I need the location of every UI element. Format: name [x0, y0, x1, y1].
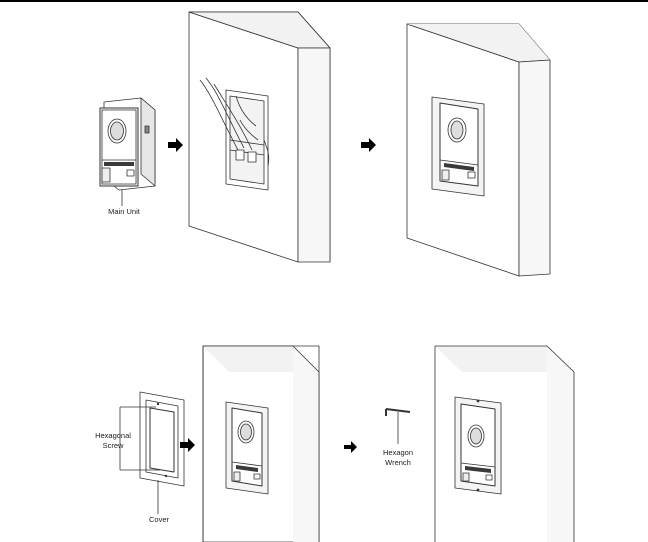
- right-arrow-icon: [344, 441, 357, 453]
- main-unit-label: Main Unit: [108, 207, 141, 216]
- hexagon-wrench-label-line2: Wrench: [385, 458, 411, 467]
- hexagonal-screw-label: Hexagonal: [95, 431, 131, 440]
- right-arrow-icon: [168, 138, 183, 152]
- final-unit-with-cover: [455, 397, 501, 494]
- hexagon-wrench-label: Hexagon: [383, 448, 413, 457]
- cover-illustration: [140, 392, 184, 486]
- right-arrow-icon: [361, 138, 376, 152]
- cover-label: Cover: [149, 515, 170, 524]
- main-unit-illustration: [100, 98, 155, 190]
- installed-unit-step-3: [432, 97, 484, 196]
- installed-unit-step-5: [226, 402, 268, 494]
- hexagonal-screw-label-line2: Screw: [103, 441, 124, 450]
